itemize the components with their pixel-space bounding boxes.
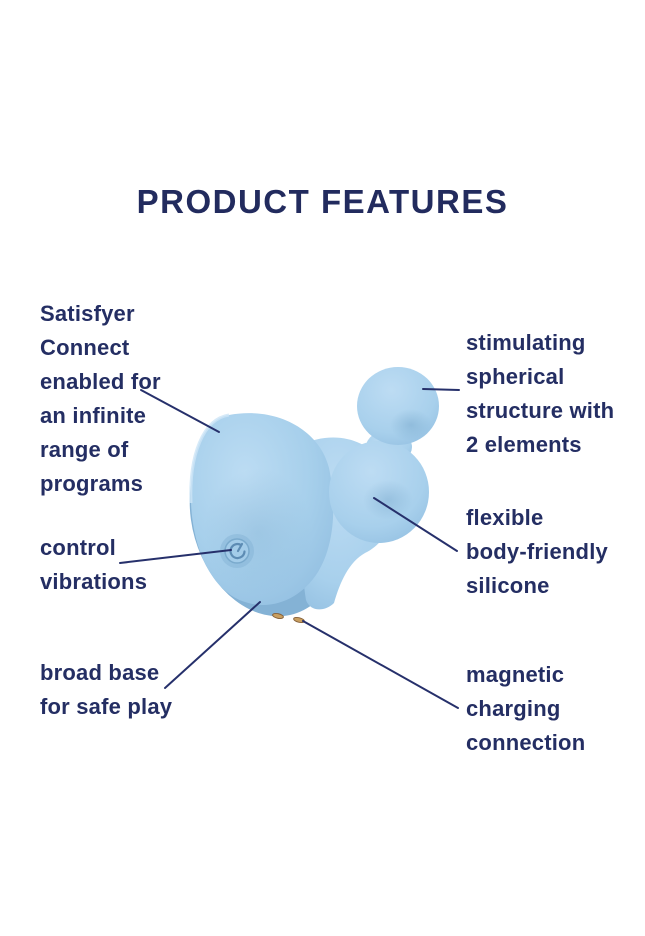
label-satisfyer-connect: Satisfyer Connect enabled for an infinit…	[40, 301, 161, 496]
connector-line-control	[119, 549, 232, 564]
connector-line-silicone	[373, 497, 458, 552]
lower-sphere-dimple	[363, 480, 413, 520]
connector-line-sphere	[422, 388, 460, 391]
connector-line-base	[164, 601, 261, 689]
upper-sphere-dimple	[390, 409, 432, 441]
page-title: PRODUCT FEATURES	[136, 183, 509, 220]
power-button-icon	[220, 534, 254, 568]
base-edge-highlight	[189, 413, 230, 504]
product-body	[189, 367, 439, 624]
label-control-vibrations: control vibrations	[40, 535, 148, 594]
disc-shading	[204, 468, 312, 596]
connector-line-connect	[140, 389, 220, 433]
connector-lines	[119, 388, 460, 709]
label-broad-base: broad base for safe play	[40, 660, 173, 719]
label-spherical-structure: stimulating spherical structure with 2 e…	[466, 330, 615, 457]
connector-line-magnet	[302, 620, 459, 709]
label-flexible-silicone: flexible body-friendly silicone	[466, 505, 608, 598]
label-magnetic-charging: magnetic charging connection	[466, 662, 586, 755]
